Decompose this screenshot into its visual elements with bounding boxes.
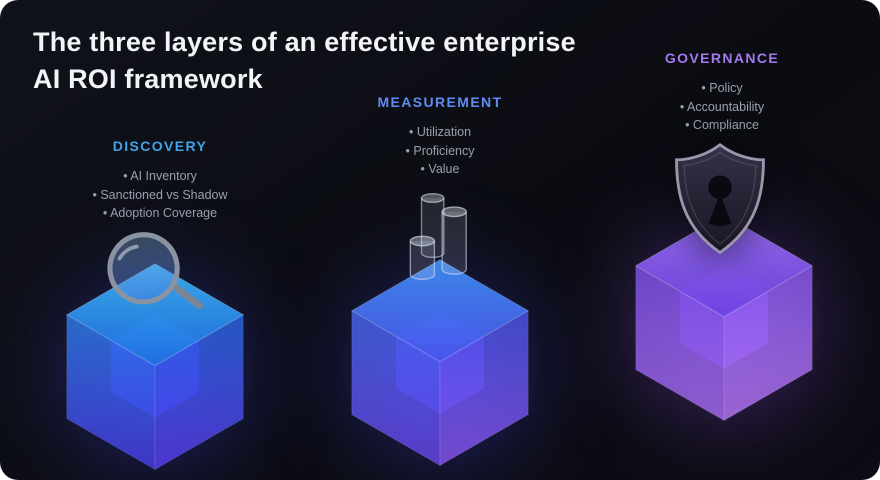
measurement-cube: [342, 248, 538, 475]
shield-lock-icon: [668, 140, 772, 258]
layer-heading-governance: GOVERNANCE: [664, 50, 780, 66]
bar-chart-icon: [400, 186, 486, 289]
bullet-item: Value: [320, 160, 560, 179]
page-title: The three layers of an effective enterpr…: [33, 24, 576, 98]
title-line-1: The three layers of an effective enterpr…: [33, 27, 576, 57]
layer-measurement: MEASUREMENT Utilization Proficiency Valu…: [320, 94, 560, 179]
layer-heading-measurement: MEASUREMENT: [377, 94, 503, 110]
governance-cube: [626, 203, 822, 430]
bullet-item: Compliance: [602, 116, 842, 135]
bullet-item: AI Inventory: [40, 167, 280, 186]
layer-heading-discovery: DISCOVERY: [112, 138, 208, 154]
discovery-bullets: AI Inventory Sanctioned vs Shadow Adopti…: [40, 167, 280, 223]
measurement-bullets: Utilization Proficiency Value: [320, 123, 560, 179]
title-line-2: AI ROI framework: [33, 64, 263, 94]
bullet-item: Adoption Coverage: [40, 204, 280, 223]
layer-discovery: DISCOVERY AI Inventory Sanctioned vs Sha…: [40, 138, 280, 223]
bullet-item: Policy: [602, 79, 842, 98]
bullet-item: Sanctioned vs Shadow: [40, 186, 280, 205]
layer-governance: GOVERNANCE Policy Accountability Complia…: [602, 50, 842, 135]
bullet-item: Accountability: [602, 98, 842, 117]
bullet-item: Proficiency: [320, 142, 560, 161]
discovery-cube: [57, 252, 253, 479]
magnifier-icon: [90, 221, 214, 329]
bullet-item: Utilization: [320, 123, 560, 142]
governance-bullets: Policy Accountability Compliance: [602, 79, 842, 135]
